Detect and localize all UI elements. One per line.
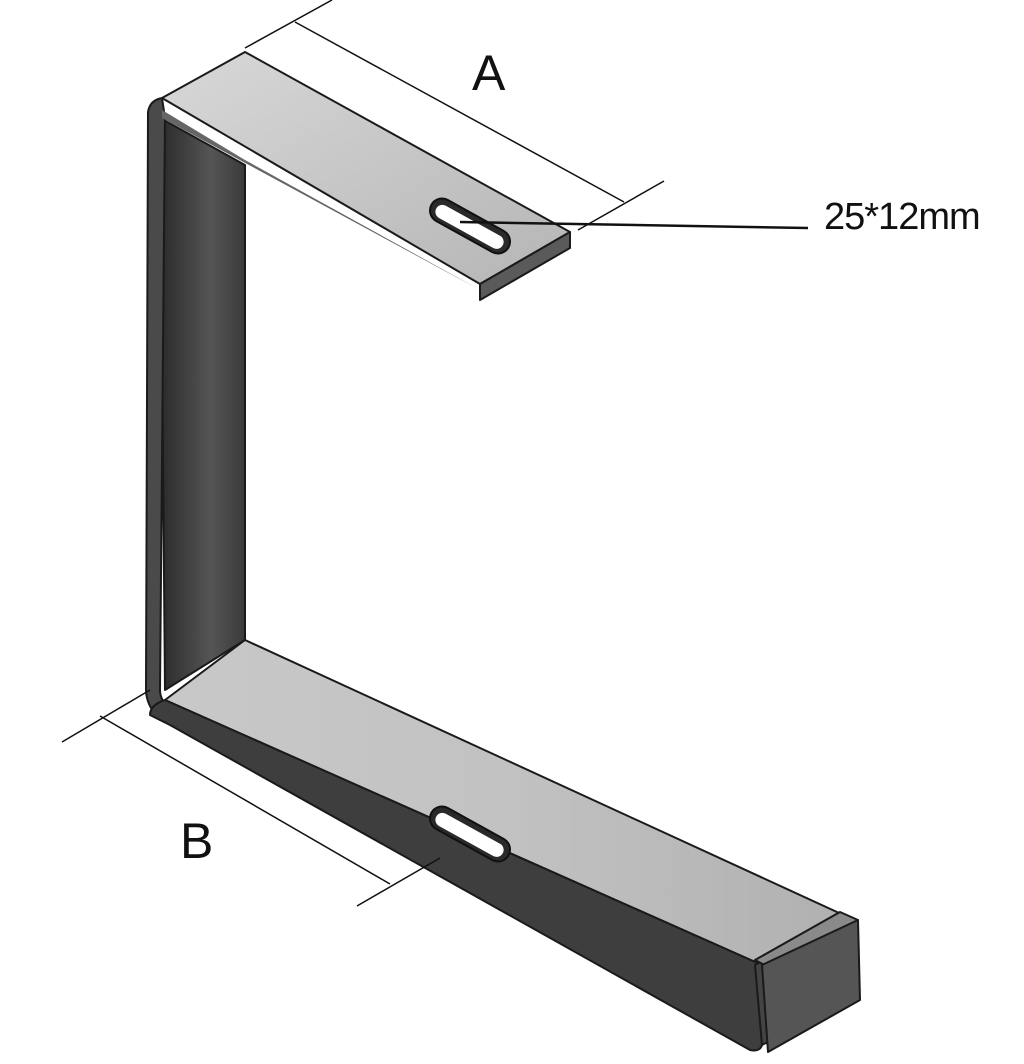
dimension-a-label: A bbox=[472, 45, 506, 101]
dimension-a-ext-left bbox=[244, 0, 333, 49]
slot-leader-line bbox=[459, 220, 809, 230]
dimension-b-line bbox=[99, 715, 391, 885]
bracket-body bbox=[145, 51, 861, 1053]
dimension-lines bbox=[61, 0, 809, 907]
top-arm-end bbox=[479, 231, 571, 301]
dimension-a-ext-right bbox=[577, 180, 665, 231]
slot-size-label: 25*12mm bbox=[824, 196, 981, 238]
dimension-b-label: B bbox=[180, 813, 214, 869]
end-lip-front bbox=[761, 919, 861, 1053]
dimension-a-line bbox=[294, 21, 625, 203]
vertical-plate-inner bbox=[159, 117, 246, 691]
bottom-slot bbox=[429, 805, 511, 863]
dimension-b-ext-right bbox=[356, 857, 441, 907]
dimension-b-ext-left bbox=[61, 689, 151, 743]
bottom-arm-face bbox=[164, 639, 851, 966]
top-slot bbox=[429, 197, 511, 255]
